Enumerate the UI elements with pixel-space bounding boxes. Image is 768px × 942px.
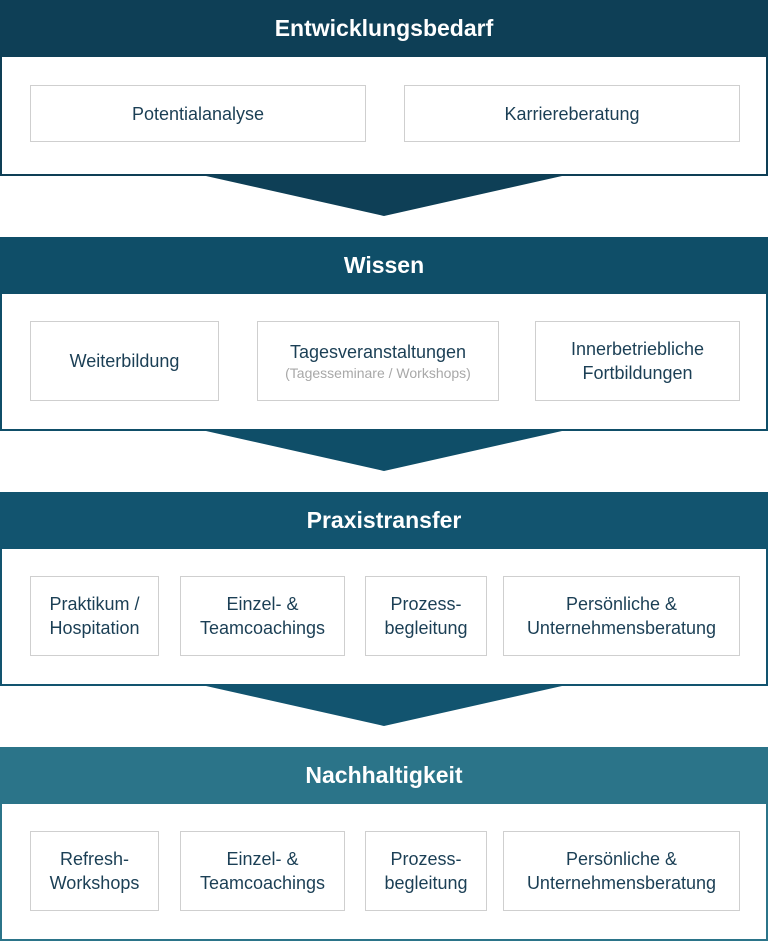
box-label: Tagesveranstaltungen	[289, 342, 467, 362]
box-einzel-teamcoachings: Einzel- & Teamcoachings	[180, 831, 345, 911]
box-label-line1: Praktikum /	[49, 594, 140, 614]
box-label-line2: Unternehmensberatung	[526, 873, 717, 893]
down-arrow-icon	[206, 431, 562, 471]
down-arrow-icon	[206, 176, 562, 216]
box-einzel-teamcoachings: Einzel- & Teamcoachings	[180, 576, 345, 656]
stage-body: Weiterbildung Tagesveranstaltungen (Tage…	[0, 294, 768, 431]
box-karriereberatung: Karriereberatung	[404, 85, 740, 142]
box-label-line2: Workshops	[49, 873, 140, 893]
box-unternehmensberatung: Persönliche & Unternehmensberatung	[503, 831, 740, 911]
stage-title: Wissen	[0, 237, 768, 294]
box-label-line1: Innerbetriebliche	[570, 339, 705, 359]
box-refresh-workshops: Refresh- Workshops	[30, 831, 159, 911]
box-label-line1: Refresh-	[59, 849, 130, 869]
box-prozessbegleitung: Prozess- begleitung	[365, 576, 487, 656]
box-tagesveranstaltungen: Tagesveranstaltungen (Tagesseminare / Wo…	[257, 321, 499, 401]
box-sublabel: (Tagesseminare / Workshops)	[285, 365, 471, 381]
stage-body: Potentialanalyse Karriereberatung	[0, 57, 768, 176]
box-label: Weiterbildung	[69, 351, 180, 371]
box-label: Karriereberatung	[504, 103, 640, 124]
stage-nachhaltigkeit: Nachhaltigkeit Refresh- Workshops Einzel…	[0, 747, 768, 941]
stage-body: Refresh- Workshops Einzel- & Teamcoachin…	[0, 804, 768, 941]
stage-body: Praktikum / Hospitation Einzel- & Teamco…	[0, 549, 768, 686]
box-label-line2: Teamcoachings	[199, 873, 326, 893]
stage-title: Praxistransfer	[0, 492, 768, 549]
box-label-line1: Prozess-	[390, 849, 462, 869]
box-label-line2: Unternehmensberatung	[526, 618, 717, 638]
stage-title: Nachhaltigkeit	[0, 747, 768, 804]
box-prozessbegleitung: Prozess- begleitung	[365, 831, 487, 911]
box-potentialanalyse: Potentialanalyse	[30, 85, 366, 142]
box-label-line1: Persönliche &	[565, 594, 678, 614]
box-label-line1: Prozess-	[390, 594, 462, 614]
box-label-line2: Teamcoachings	[199, 618, 326, 638]
stage-title: Entwicklungsbedarf	[0, 0, 768, 57]
box-label-line2: begleitung	[384, 873, 468, 893]
stage-wissen: Wissen Weiterbildung Tagesveranstaltunge…	[0, 237, 768, 431]
box-praktikum-hospitation: Praktikum / Hospitation	[30, 576, 159, 656]
box-label-line1: Einzel- &	[226, 594, 299, 614]
down-arrow-icon	[206, 686, 562, 726]
box-label: Potentialanalyse	[131, 103, 265, 124]
box-innerbetriebliche-fortbildungen: Innerbetriebliche Fortbildungen	[535, 321, 740, 401]
stage-entwicklungsbedarf: Entwicklungsbedarf Potentialanalyse Karr…	[0, 0, 768, 176]
box-label-line1: Persönliche &	[565, 849, 678, 869]
box-label-line2: Hospitation	[49, 618, 140, 638]
box-label-line1: Einzel- &	[226, 849, 299, 869]
stage-praxistransfer: Praxistransfer Praktikum / Hospitation E…	[0, 492, 768, 686]
box-unternehmensberatung: Persönliche & Unternehmensberatung	[503, 576, 740, 656]
box-label-line2: begleitung	[384, 618, 468, 638]
box-weiterbildung: Weiterbildung	[30, 321, 219, 401]
box-label-line2: Fortbildungen	[582, 363, 693, 383]
